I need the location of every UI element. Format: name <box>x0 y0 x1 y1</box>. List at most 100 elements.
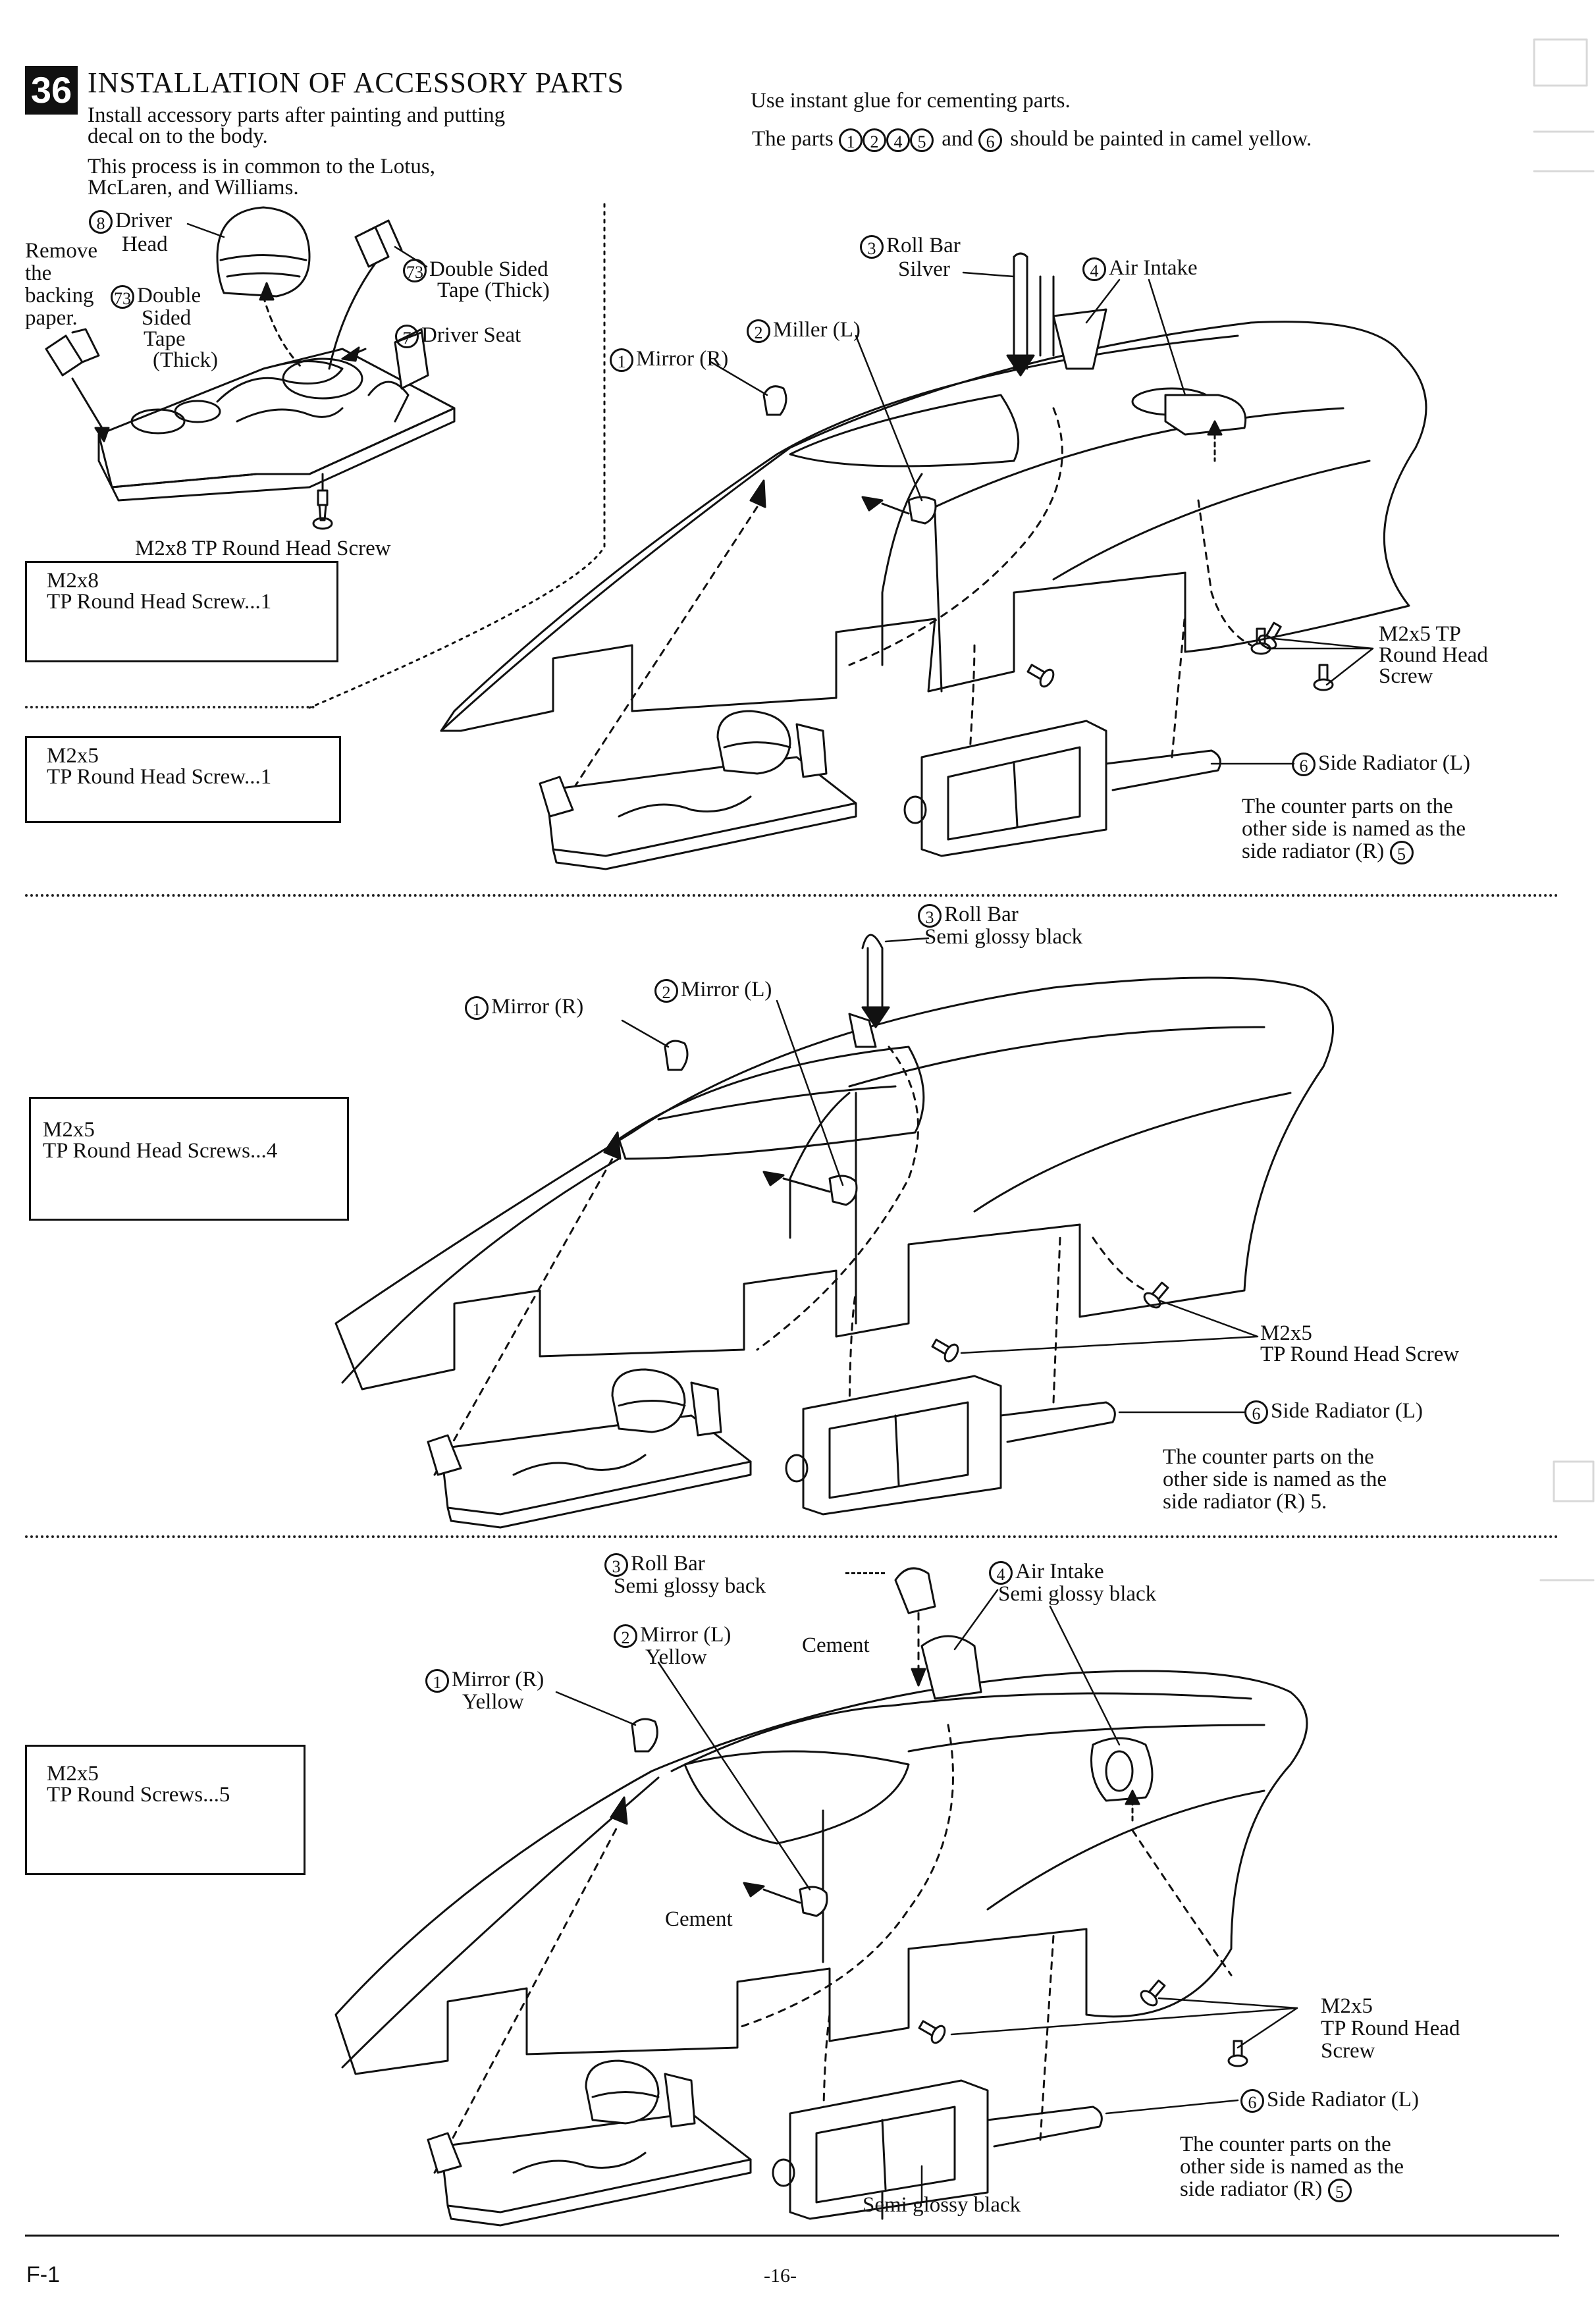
tape-left-label-1: Double <box>137 284 201 307</box>
screw-box-3-line2: TP Round Head Screws...4 <box>43 1139 278 1163</box>
tape-left-label-4: (Thick) <box>153 348 218 372</box>
screw-box-4-line1: M2x5 <box>47 1762 99 1786</box>
p3-cement-top: Cement <box>802 1633 870 1657</box>
p1-roll-bar-color: Silver <box>898 257 950 281</box>
p3-mirror-l-text: Mirror (L) <box>640 1623 732 1647</box>
tape-left-label-3: Tape <box>144 327 186 351</box>
p3-mirror-l-num: 2 <box>614 1624 637 1649</box>
p2-counter-1: The counter parts on the <box>1163 1445 1374 1469</box>
p1-radiator-num: 6 <box>1292 753 1316 777</box>
p2-counter-2: other side is named as the <box>1163 1468 1387 1491</box>
panel1-car-body <box>440 252 1427 870</box>
p3-counter-3: side radiator (R) 5 <box>1180 2178 1354 2203</box>
p3-radiator-text: Side Radiator (L) <box>1267 2088 1419 2111</box>
p1-air-intake-num: 4 <box>1082 257 1106 282</box>
p3-air-intake-text: Air Intake <box>1015 1560 1104 1583</box>
tape-right-num: 73 <box>403 259 427 283</box>
screw-box-1-line1: M2x8 <box>47 569 99 593</box>
tape-right-label-2: Tape (Thick) <box>437 278 550 302</box>
p3-radiator-num: 6 <box>1240 2089 1264 2113</box>
p2-roll-bar-color: Semi glossy black <box>924 925 1083 949</box>
footer-page-code: F-1 <box>26 2262 60 2287</box>
tape-left-label-2: Sided <box>142 306 192 330</box>
p1-counter-3: side radiator (R) 5 <box>1242 839 1416 865</box>
p1-mirror-num: 1 <box>610 348 633 373</box>
tape-left-num: 73 <box>111 285 134 309</box>
leader-lines <box>186 223 1374 2204</box>
common-line-1: This process is in common to the Lotus, <box>88 155 435 178</box>
p1-counter-num: 5 <box>1389 841 1414 865</box>
p2-roll-bar-text: Roll Bar <box>944 903 1019 926</box>
driver-seat-num: 7 <box>395 325 419 349</box>
p3-mirror-l-color: Yellow <box>645 1645 707 1669</box>
driver-screw-label: M2x8 TP Round Head Screw <box>135 537 391 560</box>
screw-box-2-line1: M2x5 <box>47 744 99 768</box>
p3-counter-num: 5 <box>1327 2179 1352 2203</box>
p3-mirror-r-num: 1 <box>425 1669 449 1693</box>
p1-screw-label-2: Round Head <box>1379 643 1488 667</box>
p3-bottom-color: Semi glossy black <box>863 2193 1021 2217</box>
screw-box-3-line1: M2x5 <box>43 1118 95 1142</box>
paint-part-1: 1 <box>838 128 863 153</box>
p1-miller-num: 2 <box>747 319 770 344</box>
paint-part-2: 2 <box>862 128 886 153</box>
screw-box-1-line2: TP Round Head Screw...1 <box>47 590 272 614</box>
driver-head-num: 8 <box>89 210 113 234</box>
driver-seat-assembly <box>45 206 456 530</box>
p2-screw-label-2: TP Round Head Screw <box>1260 1342 1460 1366</box>
p3-air-intake-num: 4 <box>989 1561 1013 1585</box>
p3-screw-label-3: Screw <box>1321 2039 1375 2063</box>
p3-air-intake-color: Semi glossy black <box>998 1582 1157 1606</box>
p3-roll-bar-dash <box>845 1572 885 1574</box>
p1-roll-bar-text: Roll Bar <box>886 234 961 257</box>
p1-counter-2: other side is named as the <box>1242 817 1466 841</box>
screw-box-2: M2x5 TP Round Head Screw...1 <box>25 736 341 823</box>
p2-radiator-num: 6 <box>1244 1400 1268 1425</box>
screw-box-1: M2x8 TP Round Head Screw...1 <box>25 561 338 662</box>
separator-3 <box>25 1535 1559 1538</box>
screw-box-2-line2: TP Round Head Screw...1 <box>47 765 272 789</box>
p2-mirror-l-num: 2 <box>654 979 678 1003</box>
remove-backing-1: Remove <box>25 239 97 263</box>
driver-box-dotted-divider <box>308 203 606 709</box>
p1-roll-bar-num: 3 <box>860 235 884 259</box>
p1-counter-3-text: side radiator (R) <box>1242 839 1385 863</box>
p3-roll-bar-text: Roll Bar <box>631 1552 705 1576</box>
paint-note-pre: The parts <box>752 127 834 151</box>
intro-line-2: decal on to the body. <box>88 124 268 148</box>
step-title: INSTALLATION OF ACCESSORY PARTS <box>88 66 624 99</box>
paint-part-5: 5 <box>909 128 934 153</box>
screw-box-4-line2: TP Round Screws...5 <box>47 1783 230 1807</box>
p3-mirror-r-text: Mirror (R) <box>452 1668 545 1691</box>
p2-counter-3: side radiator (R) 5. <box>1163 1490 1327 1514</box>
remove-backing-3: backing <box>25 284 94 307</box>
separator-2 <box>25 894 1559 897</box>
screw-box-3: M2x5 TP Round Head Screws...4 <box>29 1097 349 1221</box>
p1-screw-label-1: M2x5 TP <box>1379 622 1462 646</box>
screw-box-4: M2x5 TP Round Screws...5 <box>25 1745 306 1875</box>
panel3-car-body <box>334 1567 1308 2227</box>
paint-part-6: 6 <box>978 128 1003 153</box>
glue-note: Use instant glue for cementing parts. <box>751 89 1071 113</box>
p2-mirror-l-text: Mirror (L) <box>681 978 772 1001</box>
tape-right-label-1: Double Sided <box>429 257 548 281</box>
p3-roll-bar-num: 3 <box>604 1553 628 1578</box>
p3-mirror-r-color: Yellow <box>462 1690 524 1714</box>
p2-mirror-r-num: 1 <box>465 996 489 1021</box>
paint-note-and: and <box>942 127 973 151</box>
p1-radiator-text: Side Radiator (L) <box>1318 751 1470 775</box>
footer-rule <box>25 2235 1559 2237</box>
p2-radiator-text: Side Radiator (L) <box>1271 1399 1423 1423</box>
footer-page-number: -16- <box>764 2265 797 2287</box>
